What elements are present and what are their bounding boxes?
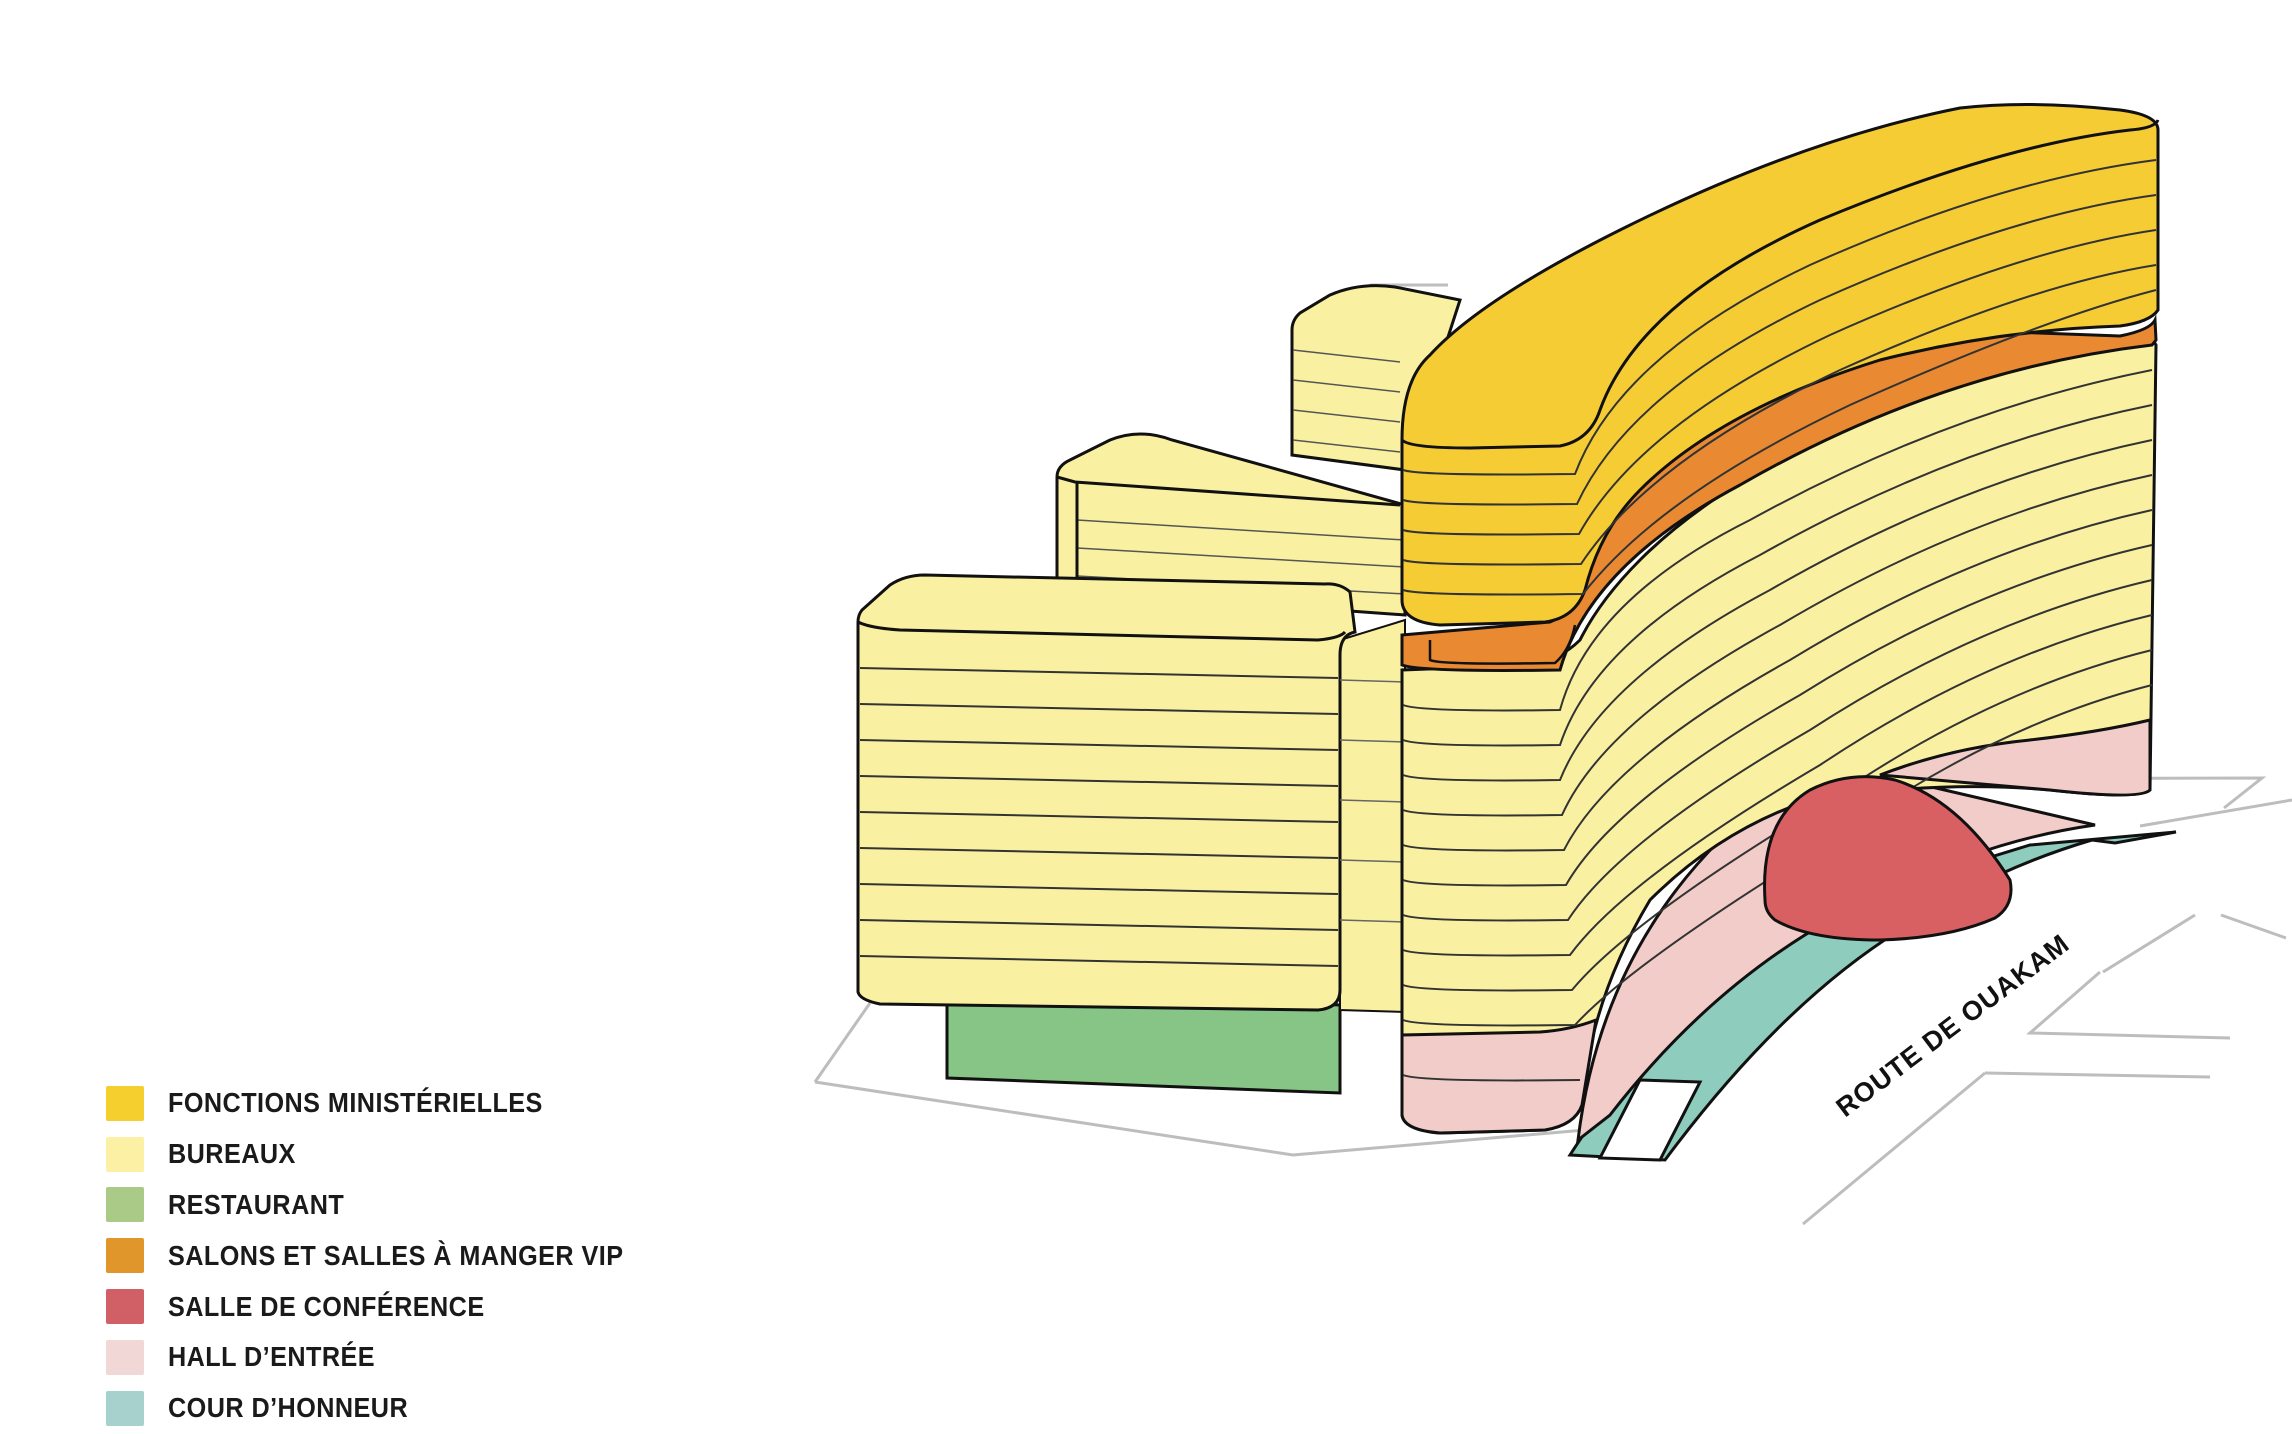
curved-tower <box>1400 314 2158 1135</box>
legend-item-restaurant: RESTAURANT <box>106 1180 674 1231</box>
legend-item-cour-dhonneur: COUR D’HONNEUR <box>106 1383 674 1434</box>
legend-label: HALL D’ENTRÉE <box>168 1341 375 1373</box>
legend-label: COUR D’HONNEUR <box>168 1392 409 1424</box>
legend-item-salons-vip: SALONS ET SALLES À MANGER VIP <box>106 1230 674 1281</box>
legend-swatch <box>106 1289 144 1325</box>
legend-item-bureaux: BUREAUX <box>106 1129 674 1180</box>
legend: FONCTIONS MINISTÉRIELLES BUREAUX RESTAUR… <box>106 1078 674 1434</box>
legend-label: SALLE DE CONFÉRENCE <box>168 1290 485 1322</box>
ministerial-volume <box>1400 102 2160 627</box>
legend-swatch <box>106 1187 144 1223</box>
legend-swatch <box>106 1238 144 1274</box>
legend-label: BUREAUX <box>168 1138 296 1170</box>
legend-item-fonctions-ministerielles: FONCTIONS MINISTÉRIELLES <box>106 1078 674 1129</box>
legend-swatch <box>106 1390 144 1426</box>
legend-label: RESTAURANT <box>168 1188 345 1220</box>
legend-item-hall-entree: HALL D’ENTRÉE <box>106 1332 674 1383</box>
legend-label: SALONS ET SALLES À MANGER VIP <box>168 1239 624 1271</box>
conference-dome <box>1763 775 2013 942</box>
office-block-front <box>856 573 1406 1014</box>
legend-swatch <box>106 1339 144 1375</box>
legend-swatch <box>106 1085 144 1121</box>
entrance-gap <box>1597 1078 1703 1162</box>
legend-label: FONCTIONS MINISTÉRIELLES <box>168 1087 543 1119</box>
legend-swatch <box>106 1136 144 1172</box>
hall-entree-canopy <box>1576 773 2096 1144</box>
legend-item-salle-conference: SALLE DE CONFÉRENCE <box>106 1281 674 1332</box>
